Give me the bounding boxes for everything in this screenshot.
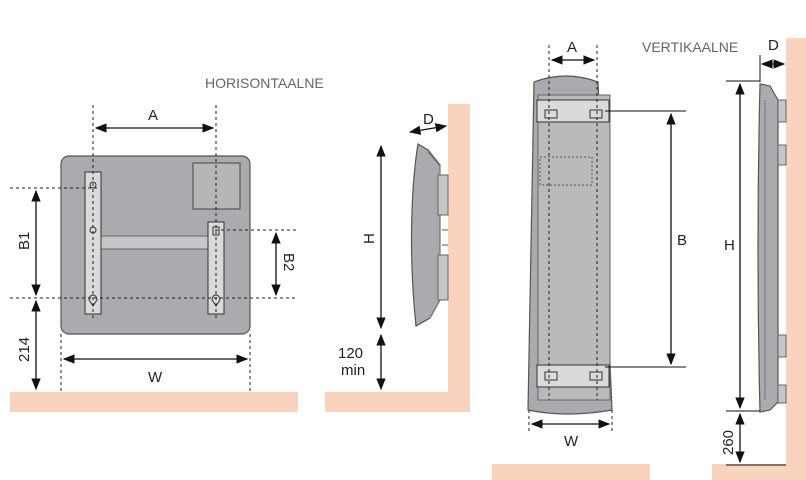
vertical-front-view: VERTIKAALNE A B W [492,39,738,480]
heater-side-profile-vertical [757,83,779,413]
dim-label-260: 260 [720,430,737,455]
dim-label-h-vertical: H [724,237,735,254]
wall-horizontal-side [448,104,470,412]
dim-label-d-vertical: D [768,37,779,54]
dim-label-w-vertical: W [564,433,579,450]
dim-label-b-vertical: B [677,232,687,249]
vertical-side-view: D H 260 [712,37,806,480]
dim-label-a-horizontal: A [148,107,158,124]
heading-vertical: VERTIKAALNE [642,39,738,55]
dim-label-b1: B1 [16,232,33,250]
dim-label-120-unit: min [341,362,365,379]
horizontal-side-view: D H 120 min [325,104,470,412]
floor-strip-horizontal [10,392,298,412]
dim-label-120-value: 120 [338,345,363,362]
wall-vertical-side [786,38,806,470]
dim-label-w-horizontal: W [148,369,163,386]
dim-label-h-horizontal: H [361,233,378,244]
mounting-bar [99,235,213,250]
heater-side-profile [410,143,441,327]
dim-label-b2: B2 [280,253,297,271]
floor-horizontal-side [325,392,470,412]
floor-strip-vertical [492,464,650,480]
dim-label-214: 214 [16,337,33,362]
horizontal-front-view: HORISONTAALNE A B1 B2 [10,75,324,412]
dim-label-d-horizontal: D [423,111,434,128]
floor-vertical-side [712,464,806,480]
dim-label-a-vertical: A [567,39,577,56]
heading-horizontal: HORISONTAALNE [205,75,324,91]
